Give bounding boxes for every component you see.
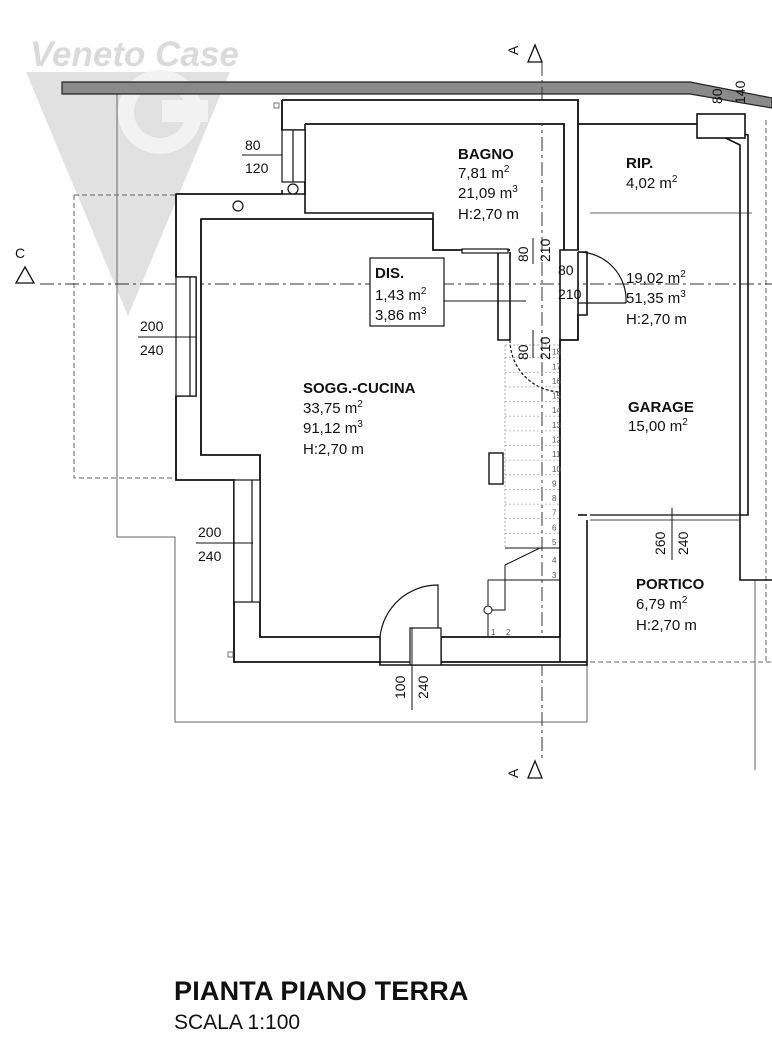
svg-text:21,09 m3: 21,09 m3: [458, 184, 518, 202]
svg-text:A: A: [505, 45, 521, 55]
stair-step-number: 2: [506, 628, 511, 637]
stair-lower: [483, 547, 560, 637]
svg-text:PORTICO: PORTICO: [636, 576, 705, 593]
svg-text:DIS.: DIS.: [375, 265, 404, 282]
svg-text:210: 210: [537, 238, 553, 262]
drawing-title: PIANTA PIANO TERRA: [174, 976, 469, 1006]
svg-text:120: 120: [245, 160, 269, 176]
svg-text:200: 200: [198, 524, 222, 540]
stair-step-number: 7: [552, 509, 557, 518]
svg-text:GARAGE: GARAGE: [628, 399, 694, 416]
doors: [379, 248, 627, 666]
svg-text:7,81 m2: 7,81 m2: [458, 164, 510, 182]
svg-text:200: 200: [140, 318, 164, 334]
svg-text:210: 210: [558, 286, 582, 302]
svg-text:260: 260: [652, 531, 668, 555]
svg-text:6,79 m2: 6,79 m2: [636, 595, 688, 613]
wall-lines: [175, 99, 588, 663]
svg-text:80: 80: [558, 262, 574, 278]
svg-text:H:2,70 m: H:2,70 m: [458, 206, 519, 223]
site-outline: [73, 88, 772, 770]
column-icon: [488, 452, 504, 485]
room-dis: DIS. 1,43 m2 3,86 m3: [369, 257, 445, 327]
svg-text:240: 240: [415, 675, 431, 699]
stair-step-number: 1: [491, 628, 496, 637]
watermark-text: Veneto Case: [30, 35, 239, 74]
svg-text:210: 210: [537, 336, 553, 360]
dimension-leaders: [138, 154, 673, 710]
svg-text:H:2,70 m: H:2,70 m: [303, 441, 364, 458]
floor-plan-drawing: Veneto Case A A C: [14, 35, 772, 779]
watermark-c-cut: [162, 100, 208, 122]
svg-text:240: 240: [675, 531, 691, 555]
svg-text:80: 80: [515, 246, 531, 262]
ventilation-icon: [232, 200, 244, 212]
svg-text:A: A: [505, 768, 521, 778]
stair-step-number: 11: [552, 450, 561, 459]
stair-step-number: 18: [552, 348, 561, 357]
watermark-logo: Veneto Case: [26, 35, 239, 316]
stair-step-number: 16: [552, 377, 561, 386]
stair-step-number: 4: [552, 556, 557, 565]
svg-text:140: 140: [732, 80, 748, 104]
svg-text:80: 80: [515, 344, 531, 360]
section-marker-c: C: [14, 245, 36, 284]
stair-step-number: 8: [552, 494, 557, 503]
staircase: [504, 344, 560, 548]
room-bagno: BAGNO 7,81 m2 21,09 m3 H:2,70 m: [458, 146, 519, 223]
svg-text:80: 80: [709, 88, 725, 104]
svg-text:91,12 m3: 91,12 m3: [303, 419, 363, 437]
svg-text:19,02 m2: 19,02 m2: [626, 269, 686, 287]
stair-step-number: 17: [552, 362, 561, 371]
corner-mark: [273, 102, 280, 109]
svg-text:240: 240: [140, 342, 164, 358]
svg-text:240: 240: [198, 548, 222, 564]
svg-text:1,43 m2: 1,43 m2: [375, 286, 427, 304]
stair-step-number: 6: [552, 523, 557, 532]
svg-text:3,86 m3: 3,86 m3: [375, 306, 427, 324]
room-garage-block: 19,02 m2 51,35 m3 H:2,70 m: [626, 269, 687, 328]
stair-step-number: 12: [552, 436, 561, 445]
svg-text:100: 100: [392, 675, 408, 699]
section-marker-a-bottom: A: [505, 759, 543, 779]
svg-text:BAGNO: BAGNO: [458, 146, 514, 163]
stair-step-number: 10: [552, 465, 561, 474]
watermark-circle-inner: [134, 86, 186, 138]
drawing-scale: SCALA 1:100: [174, 1011, 301, 1034]
svg-text:RIP.: RIP.: [626, 155, 653, 172]
stair-step-number: 15: [552, 392, 561, 401]
stair-step-number: 5: [552, 538, 557, 547]
dimension-labels: 80 120 200 240 200 240 80 210 80 210 80 …: [140, 80, 748, 699]
stair-step-number: 3: [552, 571, 557, 580]
stair-step-number: 14: [552, 406, 561, 415]
svg-text:33,75 m2: 33,75 m2: [303, 399, 363, 417]
svg-text:15,00 m2: 15,00 m2: [628, 417, 688, 435]
room-rip: RIP. 4,02 m2: [626, 155, 678, 192]
svg-text:51,35 m3: 51,35 m3: [626, 289, 686, 307]
stair-step-number: 13: [552, 421, 561, 430]
garage-door: [590, 514, 740, 521]
svg-text:4,02 m2: 4,02 m2: [626, 174, 678, 192]
stair-step-number: 9: [552, 479, 557, 488]
svg-text:H:2,70 m: H:2,70 m: [636, 617, 697, 634]
svg-text:C: C: [15, 245, 25, 261]
svg-text:H:2,70 m: H:2,70 m: [626, 311, 687, 328]
room-garage: GARAGE 15,00 m2: [628, 399, 694, 435]
section-marker-a-top: A: [505, 43, 543, 63]
room-portico: PORTICO 6,79 m2 H:2,70 m: [636, 576, 705, 634]
corner-mark: [227, 651, 234, 658]
boundary-wall: [61, 81, 772, 109]
ventilation-icon: [287, 183, 299, 195]
room-soggiorno: SOGG.-CUCINA 33,75 m2 91,12 m3 H:2,70 m: [303, 380, 416, 458]
stair-step-numbers: 18 17 16 15 14 13 12 11 10 9 8 7 6 5 4 3 2 1: [491, 348, 561, 637]
stair-steps: [505, 357, 560, 549]
svg-text:80: 80: [245, 137, 261, 153]
svg-text:SOGG.-CUCINA: SOGG.-CUCINA: [303, 380, 416, 397]
